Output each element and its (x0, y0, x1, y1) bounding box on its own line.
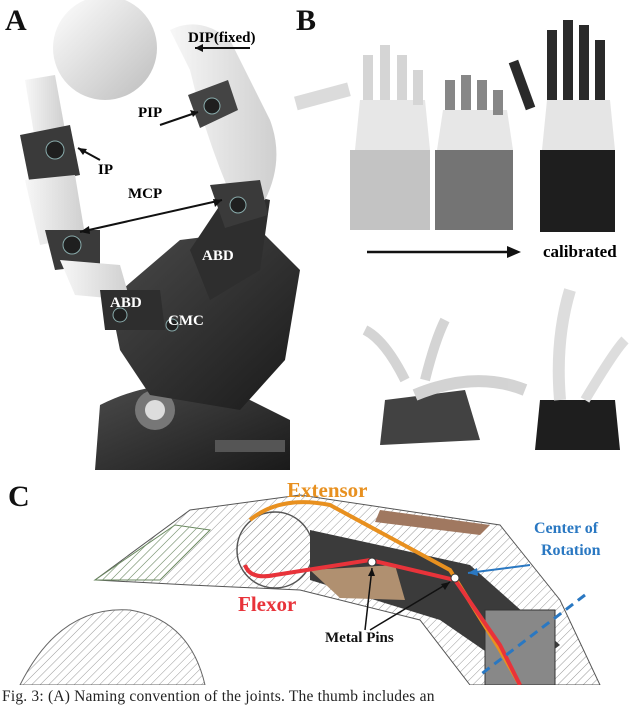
panel-c: C Extensor Flexor Metal Pins Center of R… (0, 470, 640, 685)
metal-pins-label: Metal Pins (325, 630, 394, 646)
hand-calibrated (508, 20, 615, 232)
flexor-tendon (243, 557, 522, 685)
hand-side-view-calibrated (535, 288, 629, 450)
panel-b-calibration-illustration (294, 20, 629, 450)
center-of-rotation-axis (479, 593, 586, 677)
panel-a: A DIP(fixed) PIP IP MCP ABD ABD CMC (0, 0, 300, 470)
panel-a-robot-hand-illustration (20, 0, 300, 470)
hand-uncalibrated (294, 45, 430, 230)
joint-label-cmc: CMC (168, 313, 204, 329)
pip-arrow (159, 111, 199, 126)
joint-label-pip: PIP (138, 105, 163, 121)
center-of-rotation-label-line2: Rotation (541, 542, 601, 559)
joint-label-dip: DIP(fixed) (188, 30, 256, 46)
extensor-tendon (248, 500, 522, 685)
joint-label-mcp: MCP (128, 186, 163, 202)
extensor-label: Extensor (287, 478, 368, 502)
panel-b: B calibrated (285, 0, 640, 470)
figure-caption: Fig. 3: (A) Naming convention of the joi… (2, 688, 435, 705)
panel-b-label: B (296, 4, 317, 37)
panel-a-label: A (5, 4, 27, 37)
hand-partial (435, 75, 513, 230)
hand-side-view-overlay (362, 317, 528, 445)
panel-c-label: C (8, 480, 30, 513)
mcp-arrow (79, 199, 223, 233)
joint-label-abd-finger: ABD (202, 248, 234, 264)
panel-c-tendon-diagram (19, 494, 601, 685)
calibrated-label: calibrated (543, 242, 617, 261)
center-of-rotation-label-line1: Center of (534, 520, 599, 537)
flexor-label: Flexor (238, 592, 297, 616)
joint-label-ip: IP (98, 162, 113, 178)
joint-label-abd-thumb: ABD (110, 295, 142, 311)
